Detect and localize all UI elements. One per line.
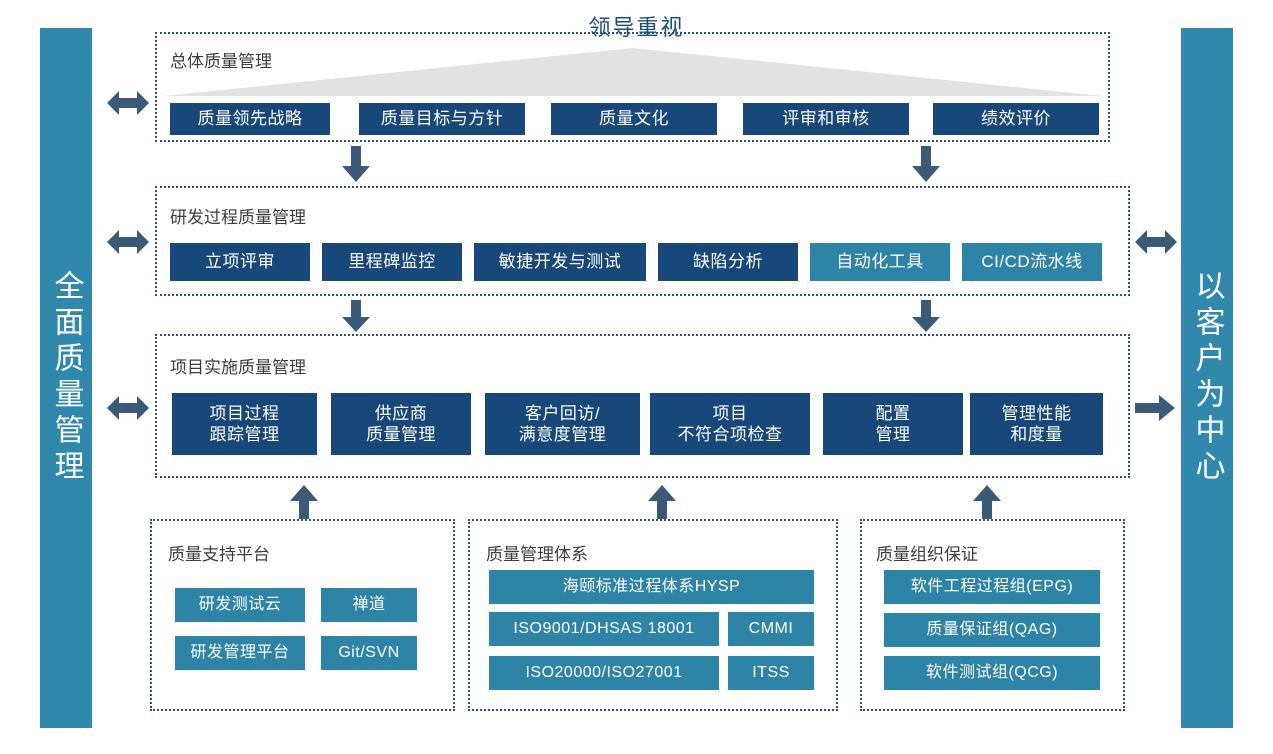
chip-rd-test-cloud[interactable]: 研发测试云 [175, 588, 305, 622]
left-side-bar: 全面质量管理 [40, 28, 92, 728]
chip-quality-assurance-group-qag[interactable]: 质量保证组(QAG) [884, 613, 1100, 647]
chip-git-svn[interactable]: Git/SVN [321, 636, 417, 670]
section-title-rd-process-quality-management: 研发过程质量管理 [170, 208, 306, 227]
chip-zentao[interactable]: 禅道 [321, 588, 417, 622]
section-title-overall-quality-management: 总体质量管理 [170, 52, 272, 71]
chip-project-process-tracking-management[interactable]: 项目过程 跟踪管理 [172, 393, 317, 455]
chip-configuration-management[interactable]: 配置 管理 [823, 393, 963, 455]
left-side-bar-label: 全面质量管理 [49, 270, 83, 486]
chip-iso9001-dhsas-18001[interactable]: ISO9001/DHSAS 18001 [489, 612, 719, 646]
down-arrow-row2-to-row3-right-icon [912, 300, 940, 332]
chip-project-nonconformity-inspection[interactable]: 项目 不符合项检查 [650, 393, 810, 455]
chip-agile-development-and-testing[interactable]: 敏捷开发与测试 [474, 243, 646, 281]
chip-quality-culture[interactable]: 质量文化 [551, 103, 717, 135]
chip-project-initiation-review[interactable]: 立项评审 [170, 243, 310, 281]
chip-review-and-audit[interactable]: 评审和审核 [743, 103, 909, 135]
down-arrow-row2-to-row3-left-icon [342, 300, 370, 332]
chip-software-testing-group-qcg[interactable]: 软件测试组(QCG) [884, 656, 1100, 690]
right-arrow-row3-icon [1135, 393, 1175, 423]
section-project-implementation-quality-management [155, 334, 1130, 478]
chip-defect-analysis[interactable]: 缺陷分析 [658, 243, 798, 281]
chip-iso20000-iso27001[interactable]: ISO20000/ISO27001 [489, 656, 719, 690]
chip-rd-management-platform[interactable]: 研发管理平台 [175, 636, 305, 670]
section-title-project-implementation-quality-management: 项目实施质量管理 [170, 358, 306, 377]
left-double-arrow-row2-icon [107, 227, 149, 257]
left-double-arrow-row3-icon [107, 393, 149, 423]
up-arrow-support-to-row3-icon [290, 485, 318, 519]
chip-milestone-monitoring[interactable]: 里程碑监控 [322, 243, 462, 281]
up-arrow-organization-to-row3-icon [973, 485, 1001, 519]
panel-title-quality-support-platform: 质量支持平台 [168, 545, 270, 564]
banner-triangle-icon [163, 48, 1103, 96]
chip-quality-objectives-policy[interactable]: 质量目标与方针 [359, 103, 525, 135]
chip-management-performance-and-measurement[interactable]: 管理性能 和度量 [970, 393, 1103, 455]
up-arrow-system-to-row3-icon [648, 485, 676, 519]
panel-title-quality-management-system: 质量管理体系 [486, 545, 588, 564]
right-side-bar: 以客户为中心 [1181, 28, 1233, 728]
chip-cicd-pipeline[interactable]: CI/CD流水线 [962, 243, 1102, 281]
chip-cmmi[interactable]: CMMI [728, 612, 814, 646]
chip-itss[interactable]: ITSS [728, 656, 814, 690]
chip-supplier-quality-management[interactable]: 供应商 质量管理 [331, 393, 471, 455]
right-side-bar-label: 以客户为中心 [1190, 270, 1224, 486]
chip-quality-leading-strategy[interactable]: 质量领先战略 [170, 103, 330, 135]
chip-customer-revisit-satisfaction-management[interactable]: 客户回访/ 满意度管理 [485, 393, 640, 455]
right-double-arrow-row2-icon [1135, 227, 1177, 257]
left-double-arrow-row1-icon [107, 88, 149, 118]
chip-automation-tools[interactable]: 自动化工具 [810, 243, 950, 281]
down-arrow-row1-to-row2-left-icon [342, 146, 370, 182]
chip-software-engineering-process-group-epg[interactable]: 软件工程过程组(EPG) [884, 570, 1100, 604]
chip-haiyi-standard-process-system-hysp[interactable]: 海颐标准过程体系HYSP [489, 570, 814, 604]
panel-title-quality-organization-assurance: 质量组织保证 [876, 545, 978, 564]
down-arrow-row1-to-row2-right-icon [912, 146, 940, 182]
leadership-emphasis-banner [163, 48, 1103, 96]
chip-performance-evaluation[interactable]: 绩效评价 [933, 103, 1099, 135]
